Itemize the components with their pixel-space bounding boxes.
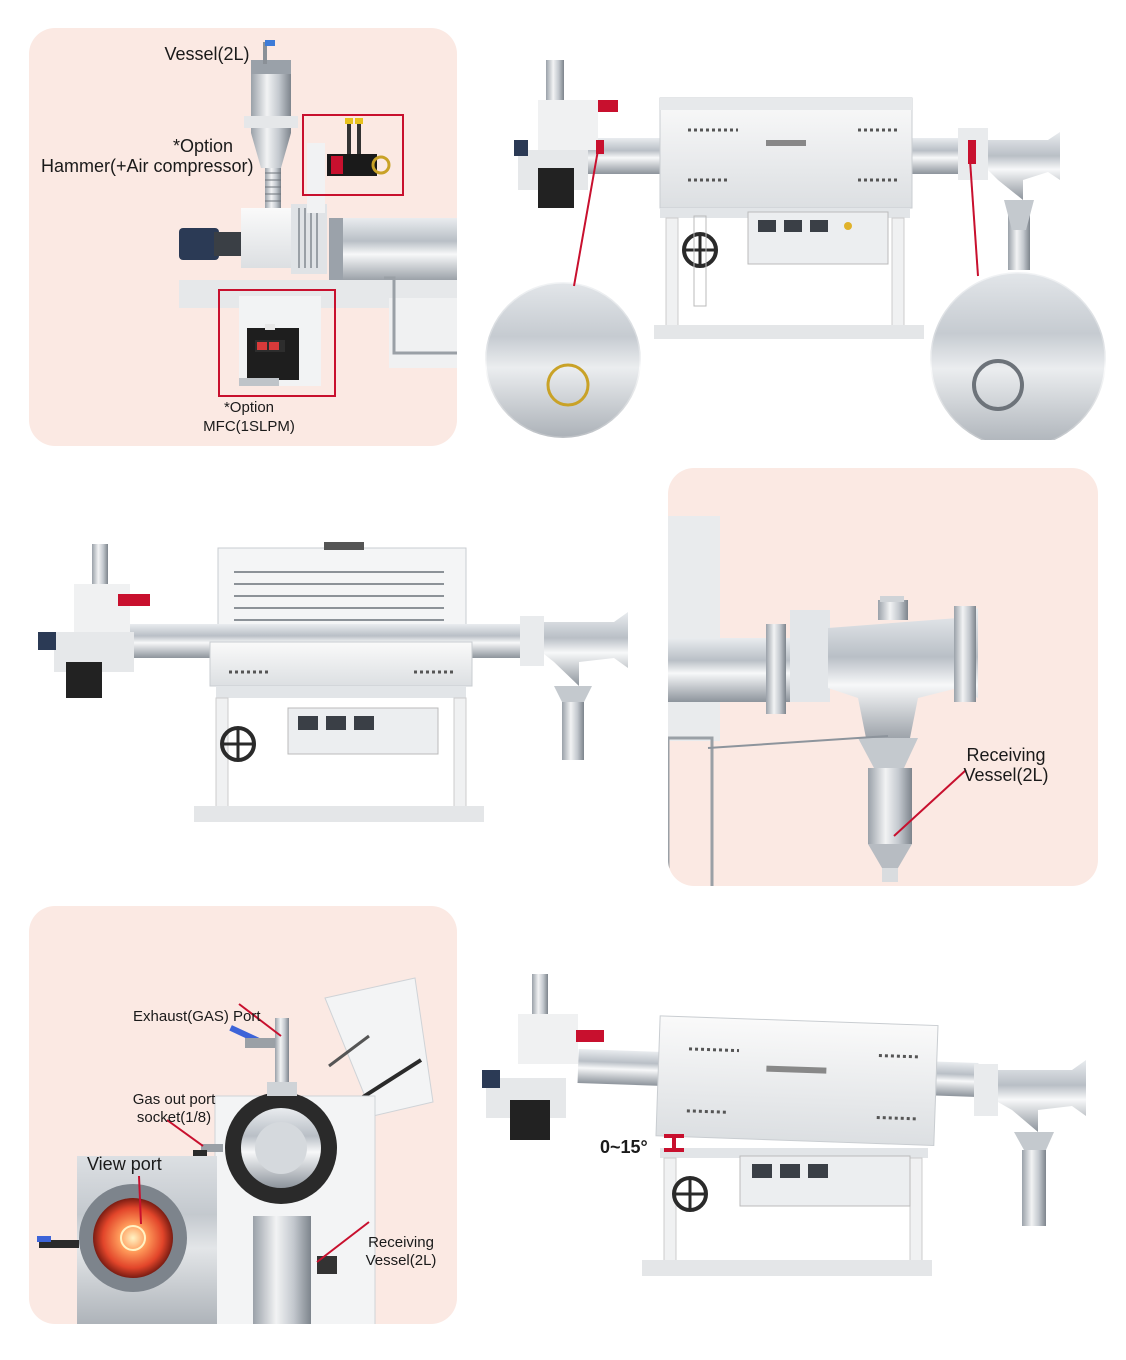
- receiving-vessel-label-line1: Receiving: [966, 745, 1046, 765]
- receiver-detail-panel: Receiving Vessel(2L): [668, 468, 1098, 886]
- furnace-open-lid-photo: [38, 542, 628, 822]
- receiver-detail-photo: [668, 516, 978, 886]
- gas-out-port-label-line1: Gas out port: [132, 1091, 216, 1108]
- receiving-vessel-end-label-line1: Receiving: [368, 1234, 434, 1251]
- receiving-vessel-label-line2: Vessel(2L): [963, 765, 1049, 785]
- tilt-angle-label: 0~15°: [600, 1137, 648, 1157]
- hammer-desc-label: Hammer(+Air compressor): [41, 156, 254, 176]
- gas-out-port-label-line2: socket(1/8): [136, 1109, 212, 1126]
- feeder-detail-panel: Vessel(2L) *Option Hammer(+Air compresso…: [29, 28, 457, 446]
- end-view-panel: Exhaust(GAS) Port Gas out port socket(1/…: [29, 906, 457, 1324]
- vessel-label: Vessel(2L): [164, 44, 250, 64]
- furnace-tilted-photo: [482, 974, 1086, 1276]
- receiving-vessel-end-label-line2: Vessel(2L): [365, 1252, 437, 1269]
- end-view-photo: [37, 977, 434, 1324]
- mfc-desc-label: MFC(1SLPM): [203, 418, 295, 435]
- exhaust-port-label: Exhaust(GAS) Port: [133, 1008, 261, 1025]
- view-port-label: View port: [87, 1154, 162, 1174]
- feeder-detail-photo: [179, 40, 457, 397]
- hammer-option-label: *Option: [173, 136, 234, 156]
- mfc-option-label: *Option: [223, 399, 275, 416]
- furnace-front-photo: [483, 60, 1108, 440]
